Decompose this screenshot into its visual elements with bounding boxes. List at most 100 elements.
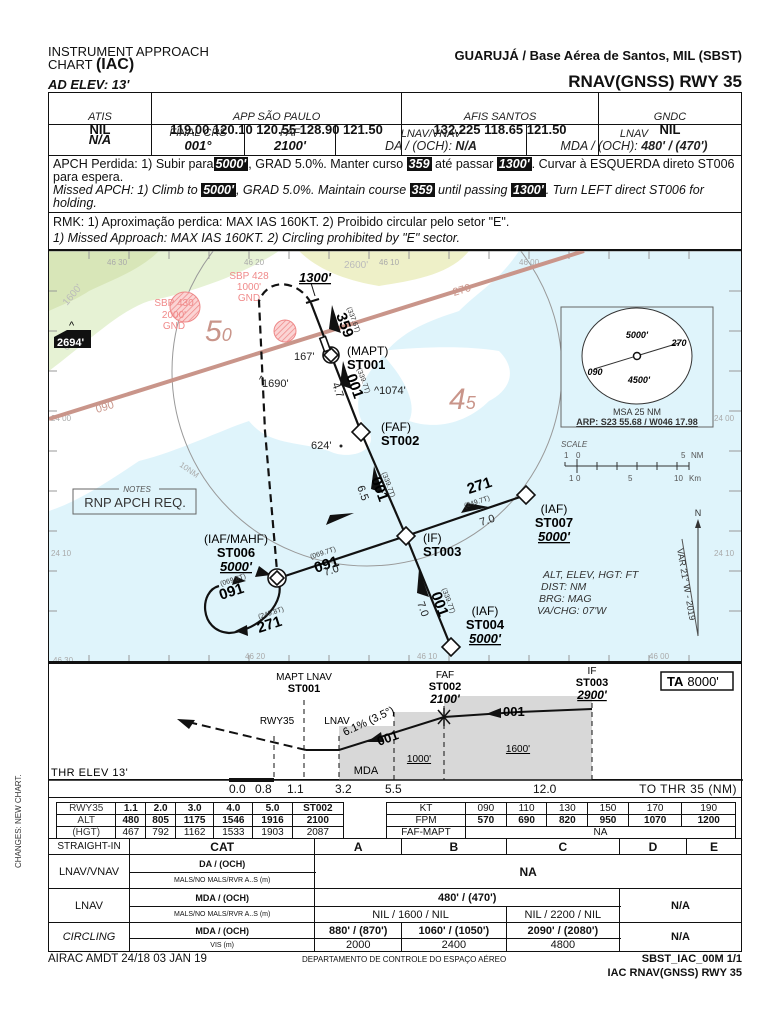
altitude-highlight: 5000' bbox=[201, 183, 236, 197]
cell: DA / (OCH) bbox=[128, 854, 316, 873]
runway-label: RWY35 bbox=[260, 716, 295, 727]
cell: RWY35 bbox=[55, 802, 117, 815]
text: until passing bbox=[434, 183, 511, 197]
cell: 1200 bbox=[681, 814, 736, 827]
scale-label: 5 bbox=[628, 474, 633, 483]
units-legend: ALT, ELEV, HGT: FT DIST: NM BRG: MAG VA/… bbox=[537, 569, 640, 617]
spot-dot bbox=[339, 444, 343, 448]
if-label: IF bbox=[588, 666, 597, 677]
chart-type-title: INSTRUMENT APPROACH bbox=[48, 44, 209, 59]
lnav-vnav-label: LNAV/VNAV bbox=[400, 128, 462, 140]
fix-role: (IAF/MAHF) bbox=[204, 532, 268, 546]
cell: 5.0 bbox=[252, 802, 293, 815]
fix-name: ST007 bbox=[535, 515, 573, 530]
cell: 1162 bbox=[175, 826, 215, 839]
scale-label: 5 bbox=[681, 451, 686, 460]
scale-title: SCALE bbox=[561, 440, 588, 449]
step-altitude: 1600' bbox=[506, 744, 530, 755]
fix-altitude: 5000' bbox=[469, 631, 502, 646]
fix-role: (IF) bbox=[423, 531, 442, 545]
fix-name: ST002 bbox=[381, 433, 419, 448]
text: . Curvar à ESQUERDA direto ST006 para es… bbox=[53, 157, 735, 184]
area-upper: 2000' bbox=[162, 310, 186, 321]
scale-label: Km bbox=[689, 474, 701, 483]
st006-leg bbox=[278, 534, 407, 580]
distance-label: 0.0 bbox=[229, 782, 246, 796]
grid-label: 46 30 bbox=[107, 258, 128, 267]
remarks-box: RMK: 1) Aproximação perdica: MAX IAS 160… bbox=[48, 213, 742, 250]
cell: 1.1 bbox=[115, 802, 147, 815]
cell: 570 bbox=[465, 814, 507, 827]
distance-label: 0.8 bbox=[255, 782, 272, 796]
spot-height-label: 1074' bbox=[379, 385, 406, 397]
fix-role: (MAPT) bbox=[347, 344, 388, 358]
intermediate-leg bbox=[359, 431, 408, 537]
lnav-vnav-row: LNAV/VNAV DA / (OCH) NA bbox=[48, 854, 742, 889]
cell: 2.0 bbox=[145, 802, 177, 815]
course-label: 091 bbox=[312, 553, 341, 577]
arp-icon bbox=[632, 351, 642, 361]
faf-value: 2100' bbox=[273, 138, 306, 153]
missed-arrow-icon bbox=[177, 719, 195, 729]
st004-arrow-icon bbox=[417, 569, 429, 597]
msa-labels: 5000' 4500' 090 270 bbox=[587, 330, 686, 385]
altitude-highlight: 1300' bbox=[496, 157, 532, 171]
cell: CAT bbox=[128, 838, 316, 855]
grid-label: 46 10 bbox=[379, 258, 400, 267]
faf-marker-icon bbox=[437, 708, 451, 726]
terrain-mid bbox=[49, 251, 159, 311]
cell: 880' / (870') bbox=[314, 922, 403, 939]
final-course-label: 001 bbox=[375, 727, 401, 749]
grid-label: 46 20 bbox=[244, 258, 265, 267]
cell: B bbox=[401, 838, 507, 855]
cell: 4.0 bbox=[213, 802, 254, 815]
spot-height-label: 2694' bbox=[57, 337, 84, 349]
cell: 150 bbox=[587, 802, 629, 815]
cell: LNAV/VNAV bbox=[48, 854, 130, 889]
chart-type-abbr: (IAC) bbox=[95, 56, 135, 73]
cell: 110 bbox=[505, 802, 548, 815]
cell: A bbox=[314, 838, 403, 855]
faf-fix-icon bbox=[350, 421, 372, 443]
intermediate-course-label: 001 bbox=[503, 704, 525, 719]
turn-point-mark bbox=[305, 298, 320, 304]
cell: NIL / 1600 / NIL bbox=[314, 906, 507, 923]
distance-label: 3.2 bbox=[335, 782, 352, 796]
ring-label: 10NM bbox=[178, 460, 201, 480]
scale-label: 10 bbox=[674, 474, 683, 483]
scale-label: NM bbox=[691, 451, 704, 460]
spot-height-label: 1690' bbox=[262, 378, 289, 390]
msa-bearing: 090 bbox=[587, 367, 602, 377]
cell: MDA / (OCH) bbox=[128, 922, 316, 939]
cell: ST002 bbox=[291, 802, 345, 815]
st007-arrow-icon bbox=[461, 503, 489, 513]
holding-pattern bbox=[204, 577, 281, 635]
grid-label: 46 10 bbox=[417, 652, 438, 661]
lnav-line: MDA / (OCH): 480' / (470') bbox=[527, 140, 741, 153]
route-arrows bbox=[232, 305, 489, 636]
magnetic-variation: VAR 21° W - 2019 bbox=[675, 548, 698, 622]
grid-label: 24 00 bbox=[51, 414, 72, 423]
airport-name: GUARUJÁ / Base Aérea de Santos, MIL (SBS… bbox=[454, 48, 742, 63]
terrain-label: 2600' bbox=[344, 260, 368, 271]
iaf-st004-fix-icon bbox=[440, 636, 462, 658]
spot-height-2694: ^ 2694' bbox=[54, 320, 91, 349]
text: , GRAD 5.0%. Manter curso bbox=[248, 157, 407, 171]
remarks-en: 1) Missed Approach: MAX IAS 160KT. 2) Ci… bbox=[53, 231, 460, 245]
spot-height-1074: ^1074' bbox=[374, 385, 406, 397]
grid-label: 24 10 bbox=[51, 549, 72, 558]
distance-label: 1.1 bbox=[287, 782, 304, 796]
area-lower: GND bbox=[238, 293, 260, 304]
fix-role: (FAF) bbox=[381, 420, 411, 434]
sbp430-label: SBP 430 2000' GND bbox=[154, 298, 194, 332]
sbp428-label: SBP 428 1000' GND bbox=[229, 271, 269, 304]
procedure-title: RNAV(GNSS) RWY 35 bbox=[568, 72, 742, 91]
tables-band bbox=[48, 798, 742, 838]
minima-header-row: STRAIGHT-IN CAT A B C D E bbox=[48, 838, 742, 855]
intermediate-arrow-icon bbox=[486, 708, 501, 718]
cell: 2090' / (2080') bbox=[505, 922, 621, 939]
plan-view-map: 46 30 46 20 46 10 46 00 46 30 46 20 46 1… bbox=[48, 250, 742, 662]
